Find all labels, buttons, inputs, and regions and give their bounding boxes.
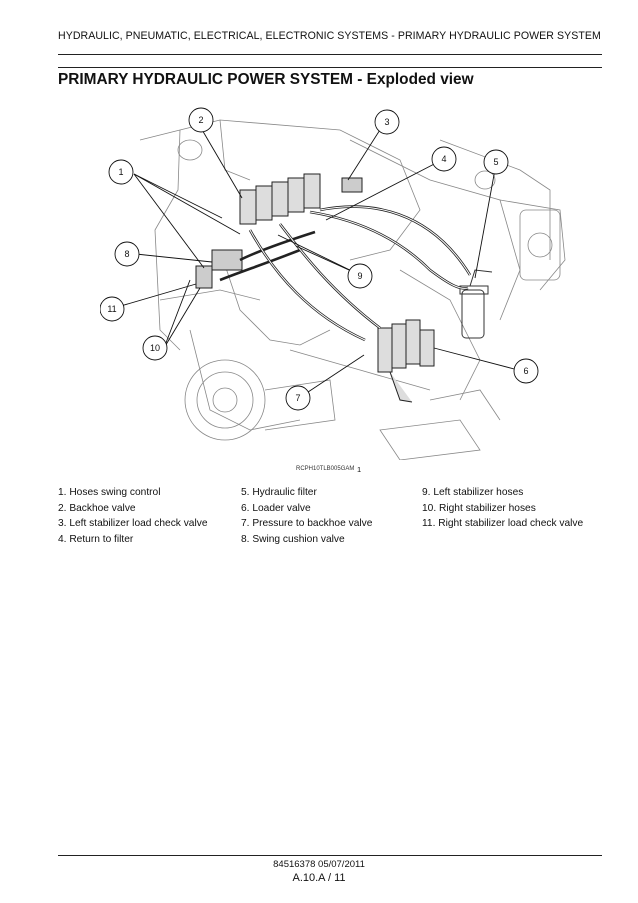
callout-4-circle (431, 146, 457, 172)
callout-11-circle (100, 296, 125, 322)
callout-5: 5 (493, 157, 498, 167)
footer-page-reference: A.10.A / 11 (292, 872, 346, 884)
callout-7: 7 (295, 393, 300, 403)
legend-column-2: 5. Hydraulic filter 6. Loader valve 7. P… (241, 485, 372, 547)
legend-item: 2. Backhoe valve (58, 502, 136, 514)
figure-number: 1 (357, 465, 362, 474)
legend-item: 9. Left stabilizer hoses (422, 487, 524, 498)
legend-item: 7. Pressure to backhoe valve (241, 518, 373, 529)
legend-column-1: 1. Hoses swing control 2. Backhoe valve … (58, 485, 208, 547)
figure-code: RCPH10TLB005GAM (296, 466, 355, 472)
running-header: HYDRAULIC, PNEUMATIC, ELECTRICAL, ELECTR… (58, 30, 601, 42)
callout-1: 1 (118, 167, 123, 177)
legend-item: 11. Right stabilizer load check valve (422, 518, 584, 529)
callout-10: 10 (150, 343, 160, 353)
callout-2-circle (188, 107, 214, 133)
page-title: PRIMARY HYDRAULIC POWER SYSTEM - Explode… (58, 71, 474, 88)
legend-item: 6. Loader valve (241, 502, 311, 514)
callout-8: 8 (124, 249, 129, 259)
legend-item: 4. Return to filter (58, 533, 134, 545)
footer-rule (58, 855, 602, 856)
callout-7-circle (285, 385, 311, 411)
header-rule (58, 54, 602, 55)
callout-3-circle (374, 109, 400, 135)
title-rule (58, 67, 602, 68)
callout-10-circle (142, 335, 168, 361)
callout-4: 4 (441, 154, 446, 164)
legend-item: 8. Swing cushion valve (241, 533, 345, 545)
callout-8-circle (114, 241, 140, 267)
legend-item: 3. Left stabilizer load check valve (58, 518, 208, 529)
callout-3: 3 (384, 117, 389, 127)
callout-6: 6 (523, 366, 528, 376)
legend-item: 5. Hydraulic filter (241, 487, 317, 498)
callout-9: 9 (357, 271, 362, 281)
callout-5-circle (483, 149, 509, 175)
footer-document-reference: 84516378 05/07/2011 (273, 859, 365, 870)
legend-column-3: 9. Left stabilizer hoses 10. Right stabi… (422, 485, 583, 532)
exploded-view-illustration: 1 2 3 4 5 6 7 8 9 10 11 (100, 107, 566, 460)
callout-9-circle (347, 263, 373, 289)
legend-item: 10. Right stabilizer hoses (422, 502, 536, 514)
legend-item: 1. Hoses swing control (58, 487, 161, 498)
callout-6-circle (513, 358, 539, 384)
callout-11: 11 (107, 304, 116, 314)
callout-2: 2 (198, 115, 203, 125)
callout-1-circle (108, 159, 134, 185)
